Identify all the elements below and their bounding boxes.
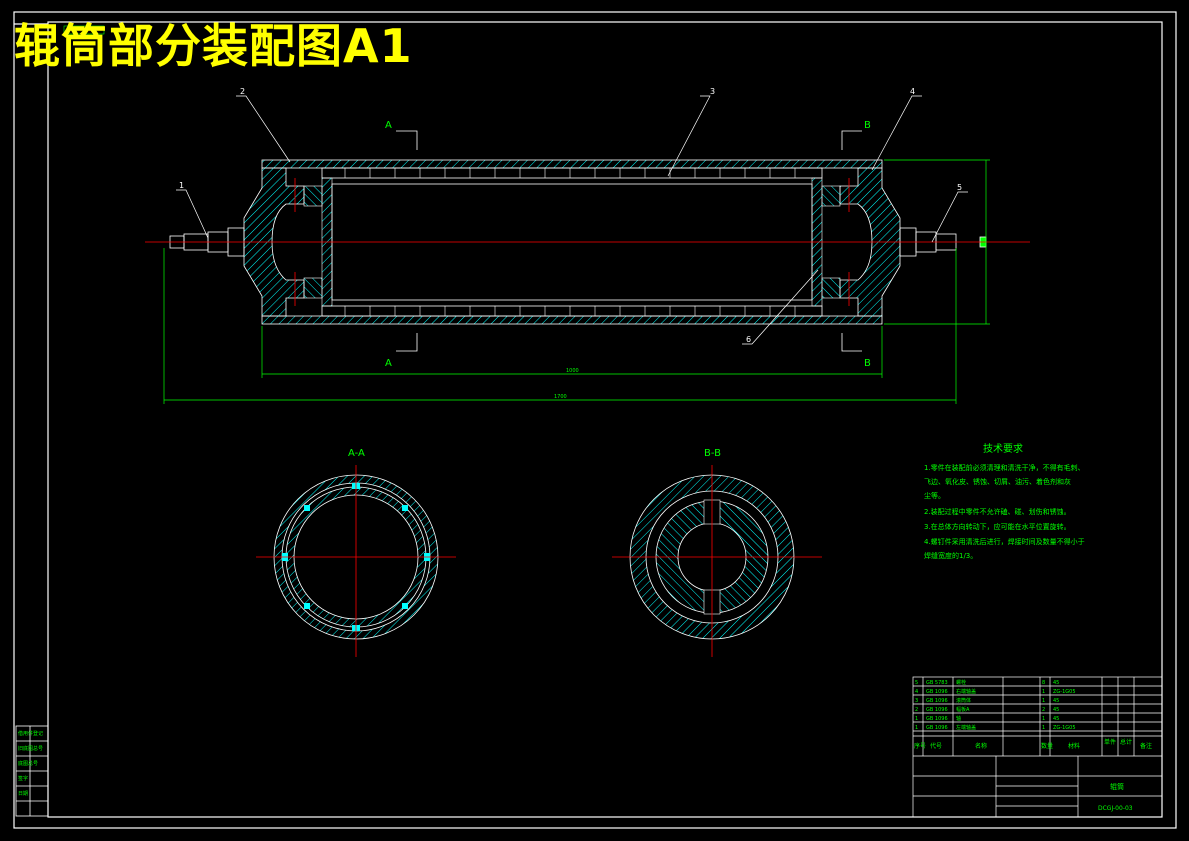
side-label: 借用件登记 [18,730,43,737]
bom-table [912,676,1163,818]
section-a-a-view [256,465,456,657]
section-title-a-a: A-A [348,448,365,459]
side-label: 签字 [18,775,28,782]
bom-cell: 1 [1042,716,1045,722]
side-label: 日期 [18,791,28,797]
bom-cell: GB 1096 [926,698,948,704]
bom-cell: 螺栓 [956,679,966,686]
side-label: 旧底图总号 [18,745,43,752]
part-label-5: 5 [957,183,962,192]
bom-header: 数量 [1041,742,1053,750]
tech-req-line: 飞边、氧化皮、锈蚀、切屑、油污、着色剂和灰 [924,477,1071,486]
side-label: 底图总号 [18,760,38,767]
bom-cell: 左端轴盖 [956,724,976,731]
technical-requirements: 技术要求 1.零件在装配前必须清理和清洗干净，不得有毛刺、 飞边、氧化皮、锈蚀、… [924,442,1085,560]
drawing-code-tag [63,25,105,35]
section-letter-a-top: A [385,120,392,131]
bom-cell: 2 [1042,707,1045,713]
bom-header: 材料 [1068,742,1080,750]
bom-cell: 45 [1053,716,1059,722]
bom-header: 代号 [930,742,942,750]
section-markers [396,130,862,352]
rib-slots-bottom [344,306,796,316]
bom-header: 总计 [1120,738,1132,746]
side-registration-labels: 借用件登记 旧底图总号 底图总号 签字 日期 [18,730,43,797]
dimension-lines [163,159,990,404]
tech-req-line: 1.零件在装配前必须清理和清洗干净，不得有毛刺、 [924,463,1085,472]
bom-cell: 幅板A [956,706,970,713]
section-letter-a-bottom: A [385,358,392,369]
bom-header: 备注 [1140,742,1152,750]
bom-cell: 1 [1042,725,1045,731]
part-label-6: 6 [746,335,751,344]
drawing-code: DCGJ-00-03 [1098,805,1133,812]
section-letter-b-bottom: B [864,358,871,369]
shell-bottom-band [261,315,883,325]
bom-header: 序号 [914,742,926,750]
part-leaders [176,95,968,345]
part-label-1: 1 [179,181,184,190]
bom-cell: 右端轴盖 [956,688,976,695]
drawing-title: 辊筒部分装配图A1 [14,19,413,73]
bom-cell: ZG-1G05 [1053,725,1076,731]
dimension-overall-length: 1700 [554,394,567,400]
shell-top-band [261,159,883,169]
bom-headers: 序号 代号 名称 数量 材料 单件 总计 备注 [914,738,1152,750]
part-label-2: 2 [240,87,245,96]
part-label-4: 4 [910,87,915,96]
drawing-frame [13,11,1177,829]
section-b-b-view [612,465,822,657]
bom-cell: GB 1096 [926,725,948,731]
bom-header: 单件 [1104,738,1116,746]
right-hub [839,167,901,317]
bom-cell: GB 1096 [926,716,948,722]
tech-req-line: 4.螺钉件采用清洗后进行，焊接时间及数量不得小于 [924,537,1085,546]
main-section-view [145,159,1030,325]
bom-cell: 5 [915,680,918,686]
drawing-name: 辊筒 [1110,782,1124,791]
dimension-inner-length: 1000 [566,368,579,374]
bom-cell: 4 [915,689,918,695]
tech-req-line: 尘等。 [924,491,945,500]
bom-rows: 5 GB 5783 螺栓 8 45 4 GB 1096 右端轴盖 1 ZG-1G… [915,679,1076,731]
bom-cell: 45 [1053,698,1059,704]
side-registration-box [15,725,49,817]
rib-slots-top [344,168,796,178]
tech-req-heading: 技术要求 [983,442,1023,455]
bom-cell: 45 [1053,680,1059,686]
bom-cell: 1 [915,716,918,722]
bom-cell: GB 1096 [926,689,948,695]
bom-cell: 滚筒体 [956,697,971,704]
bom-cell: 8 [1042,680,1045,686]
bom-cell: 3 [915,698,918,704]
tech-req-line: 3.在总体方向转动下，应可能在水平位置旋转。 [924,522,1071,531]
bom-cell: GB 1096 [926,707,948,713]
section-letter-b-top: B [864,120,871,131]
bom-cell: 1 [1042,698,1045,704]
bom-cell: 轴 [956,715,961,722]
bom-cell: 2 [915,707,918,713]
section-title-b-b: B-B [704,448,721,459]
bom-cell: 1 [1042,689,1045,695]
bom-header: 名称 [975,742,987,750]
part-label-3: 3 [710,87,715,96]
bom-cell: GB 5783 [926,680,948,686]
bom-cell: 45 [1053,707,1059,713]
tech-req-line: 2.装配过程中零件不允许磕、碰、划伤和锈蚀。 [924,507,1071,516]
left-hub [243,167,305,317]
bom-cell: ZG-1G05 [1053,689,1076,695]
tech-req-line: 焊缝宽度的1/3。 [924,551,977,560]
bom-cell: 1 [915,725,918,731]
